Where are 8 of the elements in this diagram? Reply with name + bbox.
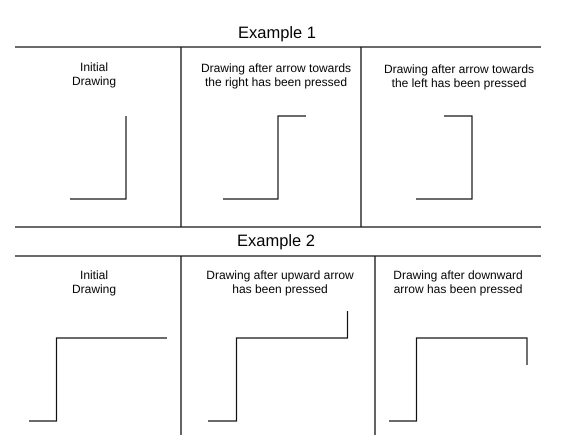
panel-caption: Drawing after upward arrow has been pressed xyxy=(205,268,355,296)
section-heading: Example 2 xyxy=(236,232,316,250)
section-heading: Example 1 xyxy=(237,24,317,42)
panel-caption: Initial Drawing xyxy=(70,268,117,296)
panel-caption: Drawing after arrow towards the left has been pressed xyxy=(382,62,536,90)
panel-caption: Drawing after arrow towards the right has been pressed xyxy=(200,61,352,89)
panel-caption: Drawing after downward arrow has been pressed xyxy=(392,268,524,296)
panel-caption: Initial Drawing xyxy=(70,60,117,88)
